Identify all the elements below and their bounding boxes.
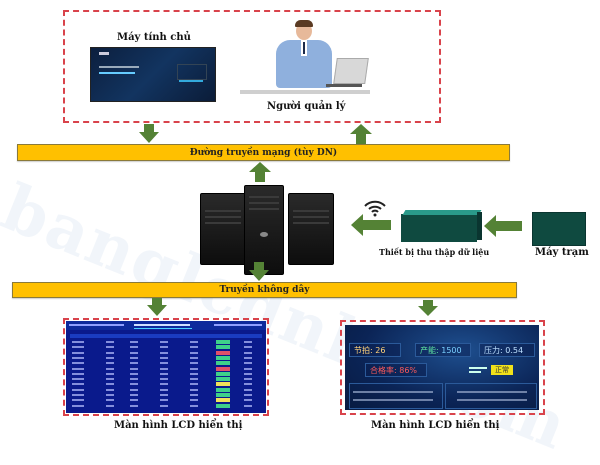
arrow-down-icon [249, 262, 269, 281]
arrow-left-icon [351, 214, 391, 236]
status-badge: 正常 [491, 365, 513, 375]
data-collector-device [401, 210, 483, 242]
status-indicator [216, 366, 230, 371]
arrow-down-icon [418, 300, 438, 316]
status-indicator [216, 361, 230, 366]
arrow-up-icon [249, 162, 271, 182]
beat-tile: 节拍: 26 [349, 343, 401, 357]
workstation-label: Máy trạm [535, 247, 589, 258]
arrow-down-icon [139, 124, 159, 143]
status-indicator [216, 350, 230, 355]
data-collector-label: Thiết bị thu thập dữ liệu [379, 247, 490, 257]
status-indicator [216, 398, 230, 403]
status-indicator [216, 377, 230, 382]
arrow-down-icon [147, 298, 167, 316]
arrow-left-icon [484, 215, 522, 237]
status-indicator [216, 382, 230, 387]
lcd-right-label: Màn hình LCD hiển thị [371, 420, 500, 431]
host-computer-label: Máy tính chủ [117, 32, 191, 43]
wireless-transmission-bar: Truyền không dây [12, 282, 517, 298]
status-indicator [216, 393, 230, 397]
manager-illustration [240, 20, 370, 98]
pressure-tile: 压力: 0.54 [479, 343, 535, 357]
capacity-tile: 产能: 1500 [415, 343, 471, 357]
status-indicator [216, 345, 230, 350]
pass-rate-tile: 合格率: 86% [365, 363, 427, 377]
lcd-right-frame [340, 320, 545, 415]
workstation-device [532, 212, 586, 246]
arrow-up-icon [350, 124, 372, 144]
status-indicator [216, 403, 230, 408]
lcd-left-label: Màn hình LCD hiển thị [114, 420, 243, 431]
status-indicator [216, 387, 230, 392]
wifi-icon [364, 200, 386, 217]
server-cluster [198, 185, 336, 275]
manager-label: Người quản lý [267, 101, 346, 112]
status-indicator [216, 371, 230, 376]
status-indicator [216, 355, 230, 360]
network-transmission-bar: Đường truyền mạng (tùy DN) [17, 144, 510, 161]
status-indicator [216, 340, 230, 344]
top-group-frame [63, 10, 441, 123]
lcd-left-frame [63, 318, 269, 416]
lcd-left-table-screen [66, 321, 266, 413]
lcd-right-dashboard-screen: 节拍: 26 产能: 1500 压力: 0.54 合格率: 86% 正常 [345, 325, 539, 410]
host-computer-screen [90, 47, 216, 102]
